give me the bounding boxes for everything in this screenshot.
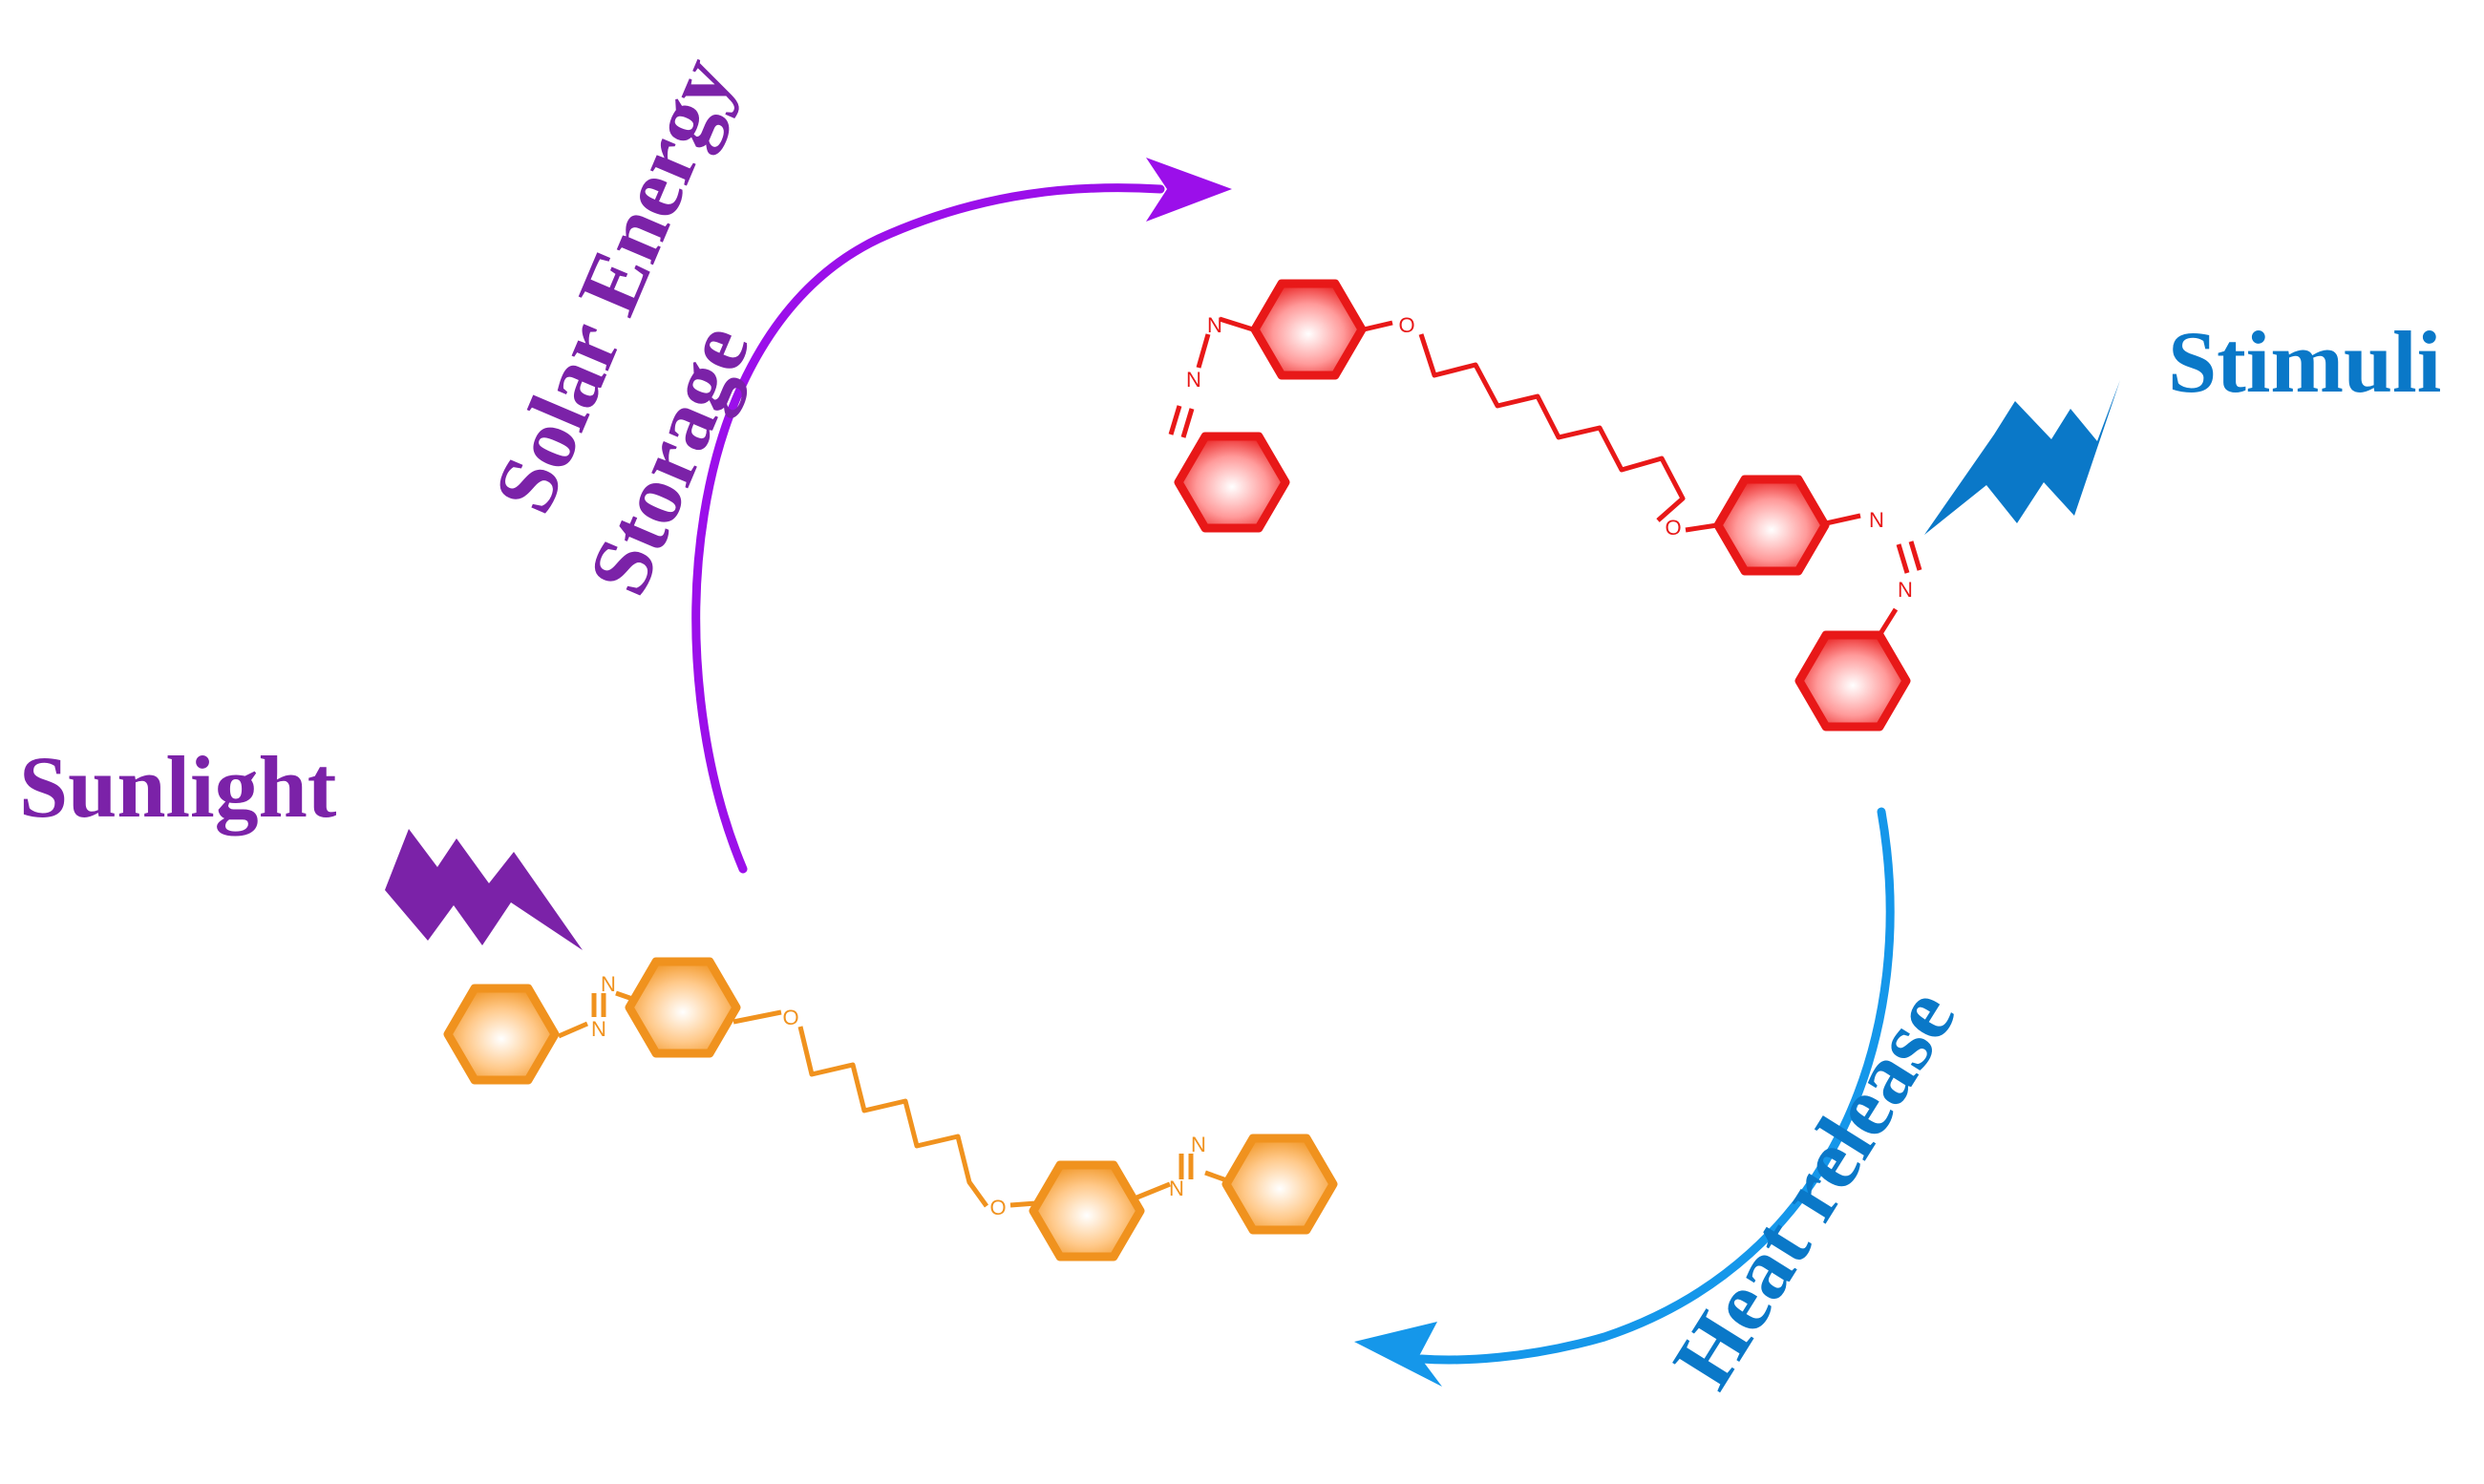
solar-storage-arrowhead — [1146, 158, 1232, 222]
heat-release-label: Heat release — [1655, 973, 1973, 1405]
nitrogen-atom-label: N — [1191, 1133, 1206, 1156]
solar-storage-arrow — [691, 183, 1165, 874]
nitrogen-atom-label: N — [1898, 578, 1913, 602]
heat-release-arrowhead — [1354, 1322, 1442, 1387]
benzene-ring — [629, 962, 736, 1053]
benzene-ring — [1178, 436, 1285, 528]
trans-azobenzene-molecule: N N O O N N — [448, 962, 1333, 1257]
benzene-ring — [1226, 1138, 1333, 1230]
nitrogen-atom-label: N — [1169, 1177, 1184, 1200]
oxygen-atom-label: O — [1398, 313, 1414, 337]
stimuli-lightning-icon — [1924, 380, 2120, 535]
benzene-ring — [1799, 635, 1906, 727]
sunlight-lightning-icon — [385, 829, 583, 950]
oxygen-atom-label: O — [989, 1196, 1006, 1219]
benzene-ring — [448, 988, 555, 1080]
oxygen-atom-label: O — [782, 1006, 798, 1029]
benzene-ring — [1718, 479, 1825, 571]
nitrogen-atom-label: N — [1207, 313, 1222, 337]
heat-release-arrow — [1416, 807, 1895, 1365]
nitrogen-atom-label: N — [601, 972, 616, 996]
nitrogen-atom-label: N — [1869, 508, 1884, 532]
benzene-ring — [1033, 1165, 1140, 1257]
stimuli-label: Stimuli — [2168, 313, 2441, 411]
sunlight-label: Sunlight — [19, 738, 337, 836]
nitrogen-atom-label: N — [1186, 368, 1201, 392]
nitrogen-atom-label: N — [591, 1017, 606, 1041]
benzene-ring — [1255, 284, 1362, 375]
oxygen-atom-label: O — [1665, 516, 1681, 540]
cis-azobenzene-molecule: N N O O N N — [1168, 284, 1922, 727]
